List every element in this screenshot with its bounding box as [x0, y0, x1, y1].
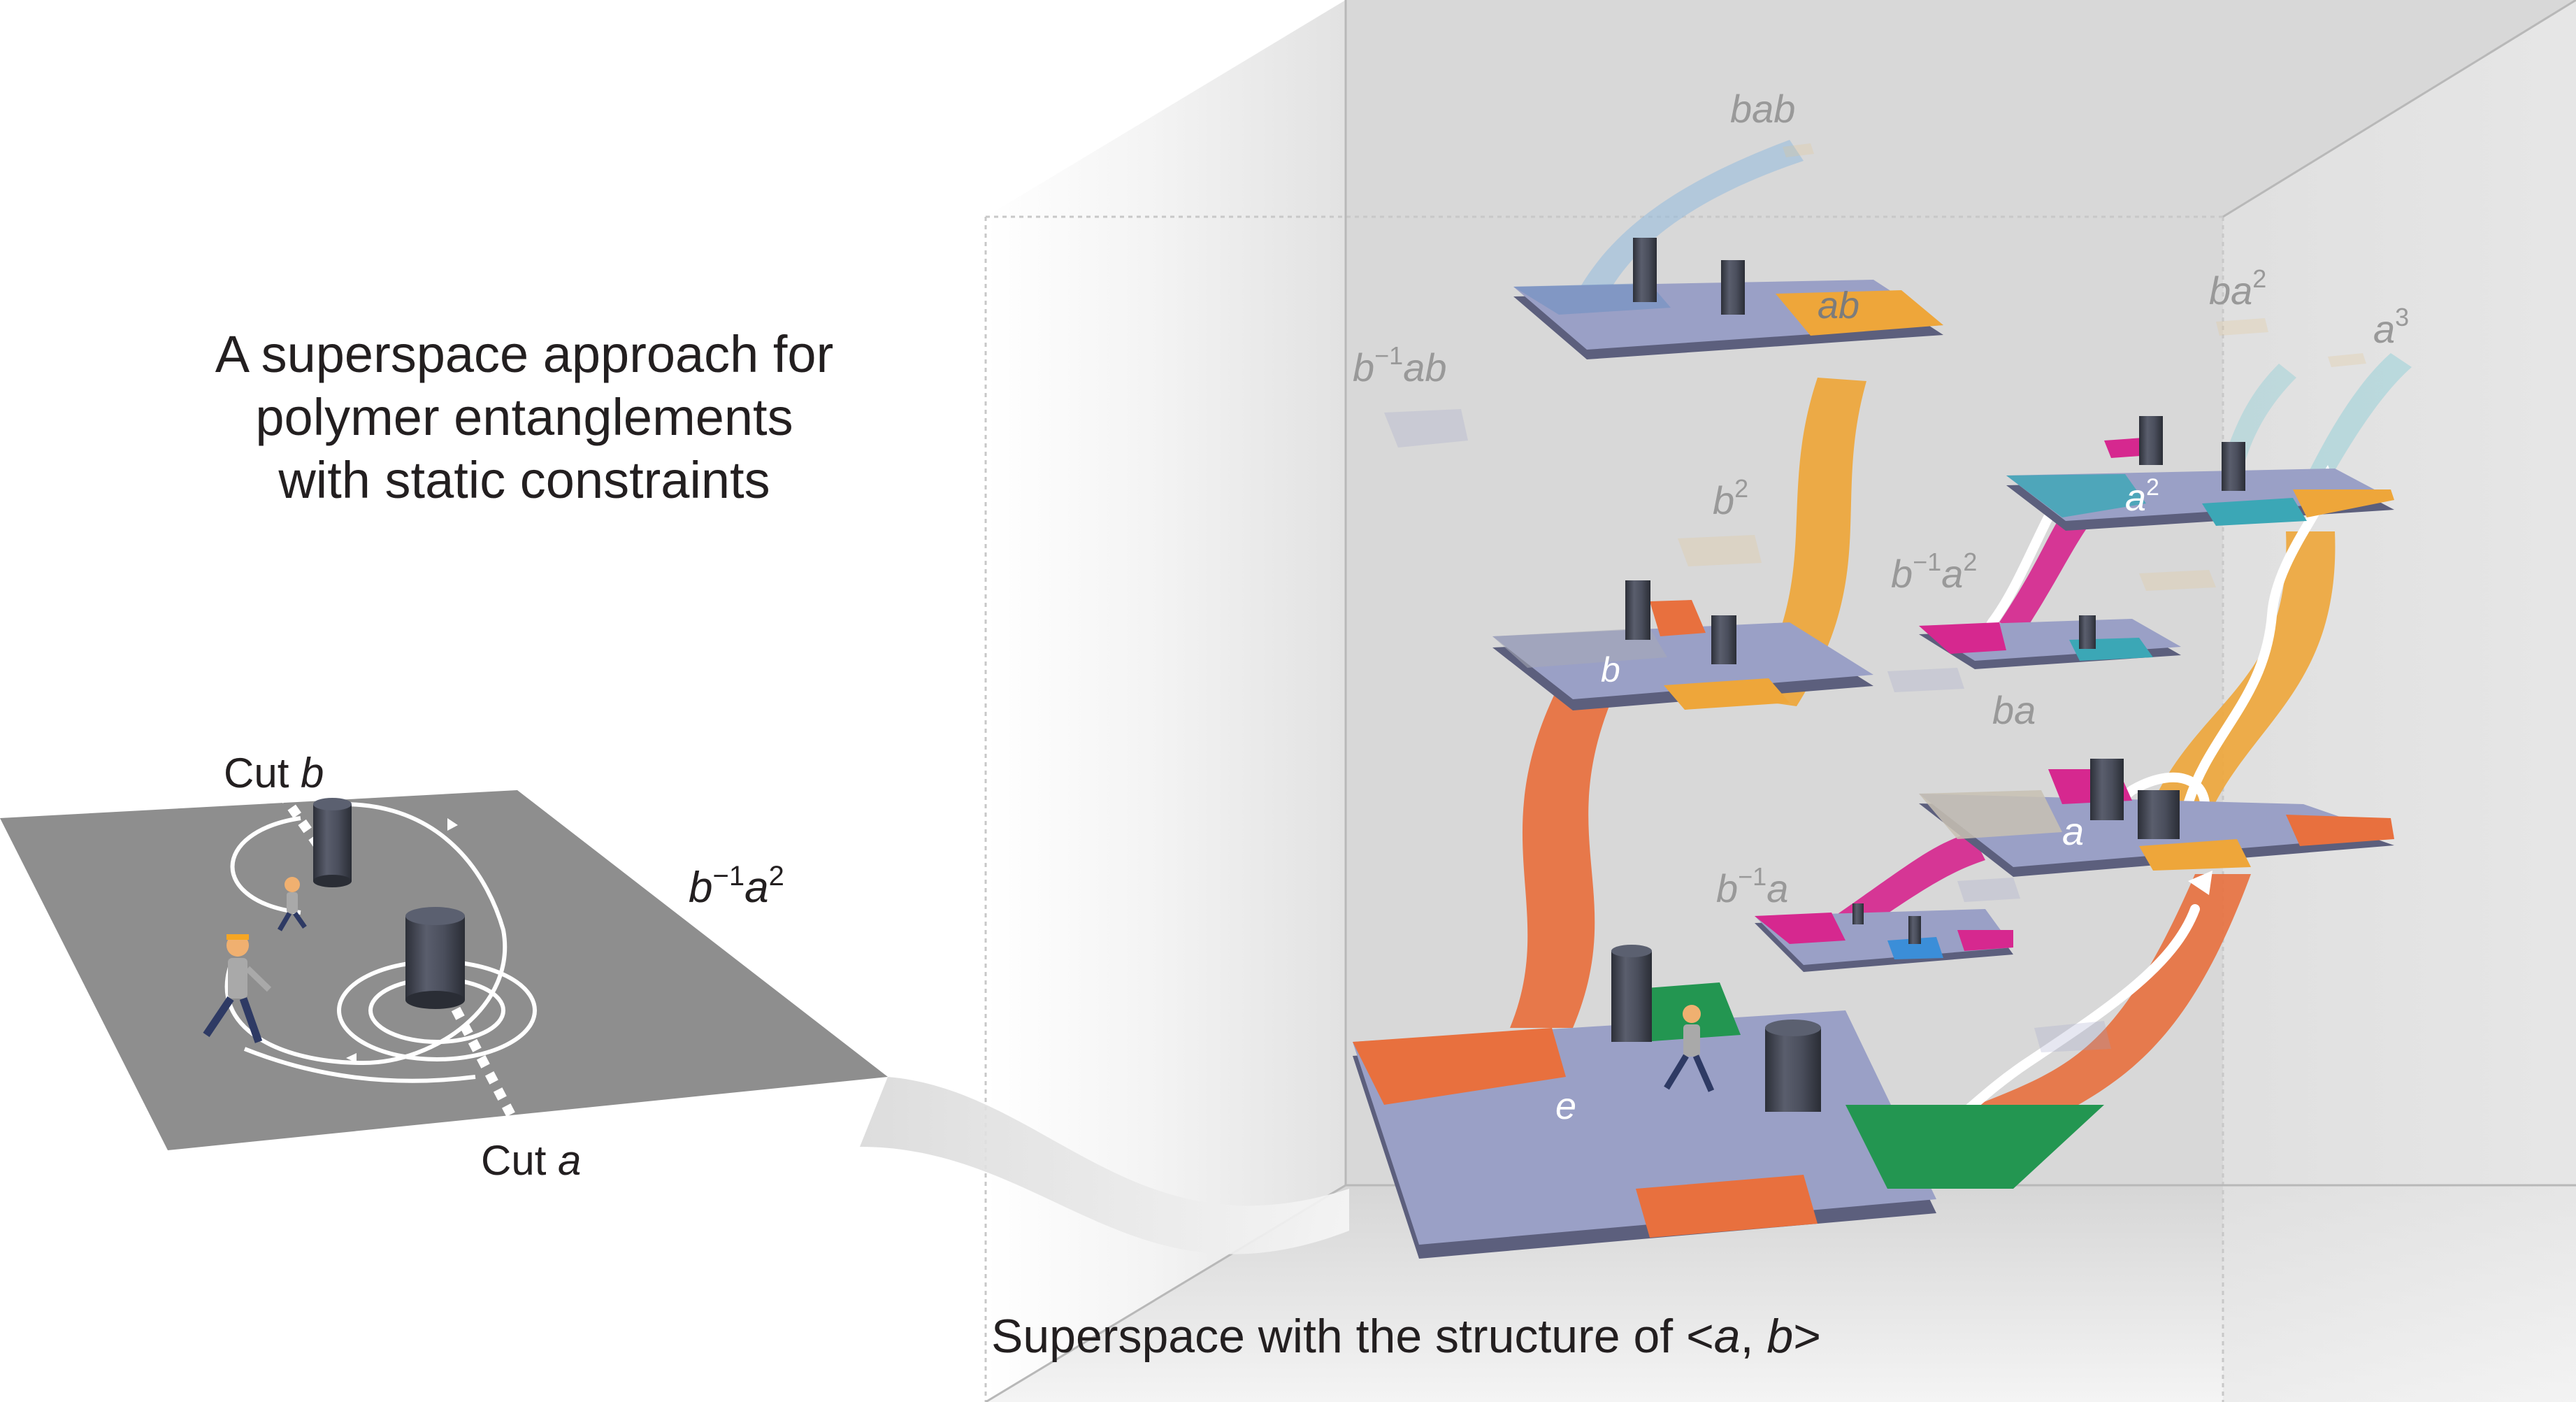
label-ab: ab — [1818, 285, 1859, 327]
sheet-b — [1492, 580, 1873, 710]
ribbon-a-a2 — [2139, 531, 2336, 853]
cut-b-line — [275, 787, 333, 864]
sheet-binv-a2 — [1919, 615, 2181, 669]
cut-a-label: Cut a — [481, 1137, 581, 1184]
label-ba: ba — [1992, 688, 2036, 732]
physical-plane: Cut b Cut a b−1a2 — [0, 750, 888, 1184]
sheet-a — [1919, 759, 2394, 877]
walker-large-icon — [203, 934, 272, 1043]
plane-pillar-2 — [405, 907, 465, 1009]
label-b2: b2 — [1713, 474, 1748, 522]
faded-tiles — [1384, 143, 2366, 1052]
label-ba2: ba2 — [2209, 264, 2266, 313]
ribbon-a2-a3 — [2307, 353, 2412, 482]
ribbon-ab-bab — [1573, 140, 1804, 308]
cut-a-line — [442, 990, 536, 1157]
walker-small-icon — [277, 877, 307, 931]
headline-line-3: with static constraints — [278, 451, 770, 509]
ribbon-b-ab — [1748, 378, 1866, 706]
label-a: a — [2062, 809, 2084, 853]
ribbon-e-b — [1510, 685, 1615, 1028]
ribbon-a-binv-a — [1825, 832, 1985, 937]
label-binv-a: b−1a — [1716, 862, 1788, 910]
label-binv-ab: b−1ab — [1353, 341, 1447, 389]
label-binv-a2: b−1a2 — [1891, 548, 1977, 596]
sheet-e-pillar-2 — [1765, 1020, 1821, 1112]
label-a3: a3 — [2373, 303, 2409, 351]
zoom-connector — [860, 1077, 1349, 1254]
ribbon-a2-binv-a2 — [1999, 503, 2097, 633]
cut-b-label: Cut b — [224, 750, 324, 796]
label-bab: bab — [1730, 87, 1795, 131]
ribbon-a2-ba2 — [2223, 364, 2296, 465]
sheet-ribbons — [1510, 140, 2412, 1203]
headline-line-1: A superspace approach for — [215, 325, 834, 383]
sheet-ab — [1513, 238, 1943, 359]
plane-pillar-1 — [313, 798, 352, 887]
label-b: b — [1601, 650, 1620, 689]
box-floor — [986, 1185, 2576, 1402]
sheet-e-walker-icon — [1664, 1005, 1715, 1092]
node-labels: e a b a2 ab bab b2 ba ba2 a3 b−1a b−1ab … — [1353, 87, 2409, 1127]
label-a2: a2 — [2125, 474, 2159, 519]
box-left-wall — [986, 0, 1346, 1402]
sheet-binv-a — [1755, 903, 2013, 972]
sheet-e — [1353, 945, 2104, 1259]
sheet-e-pillar-1 — [1611, 945, 1652, 1042]
path-word-label: b−1a2 — [689, 861, 784, 912]
box-right-wall — [2223, 0, 2576, 1402]
superspace-caption: Superspace with the structure of <a, b> — [991, 1310, 1821, 1363]
headline: A superspace approach for polymer entang… — [189, 323, 860, 512]
sheet-a2 — [2006, 416, 2394, 531]
headline-line-2: polymer entanglements — [255, 388, 793, 446]
label-e: e — [1555, 1085, 1576, 1127]
